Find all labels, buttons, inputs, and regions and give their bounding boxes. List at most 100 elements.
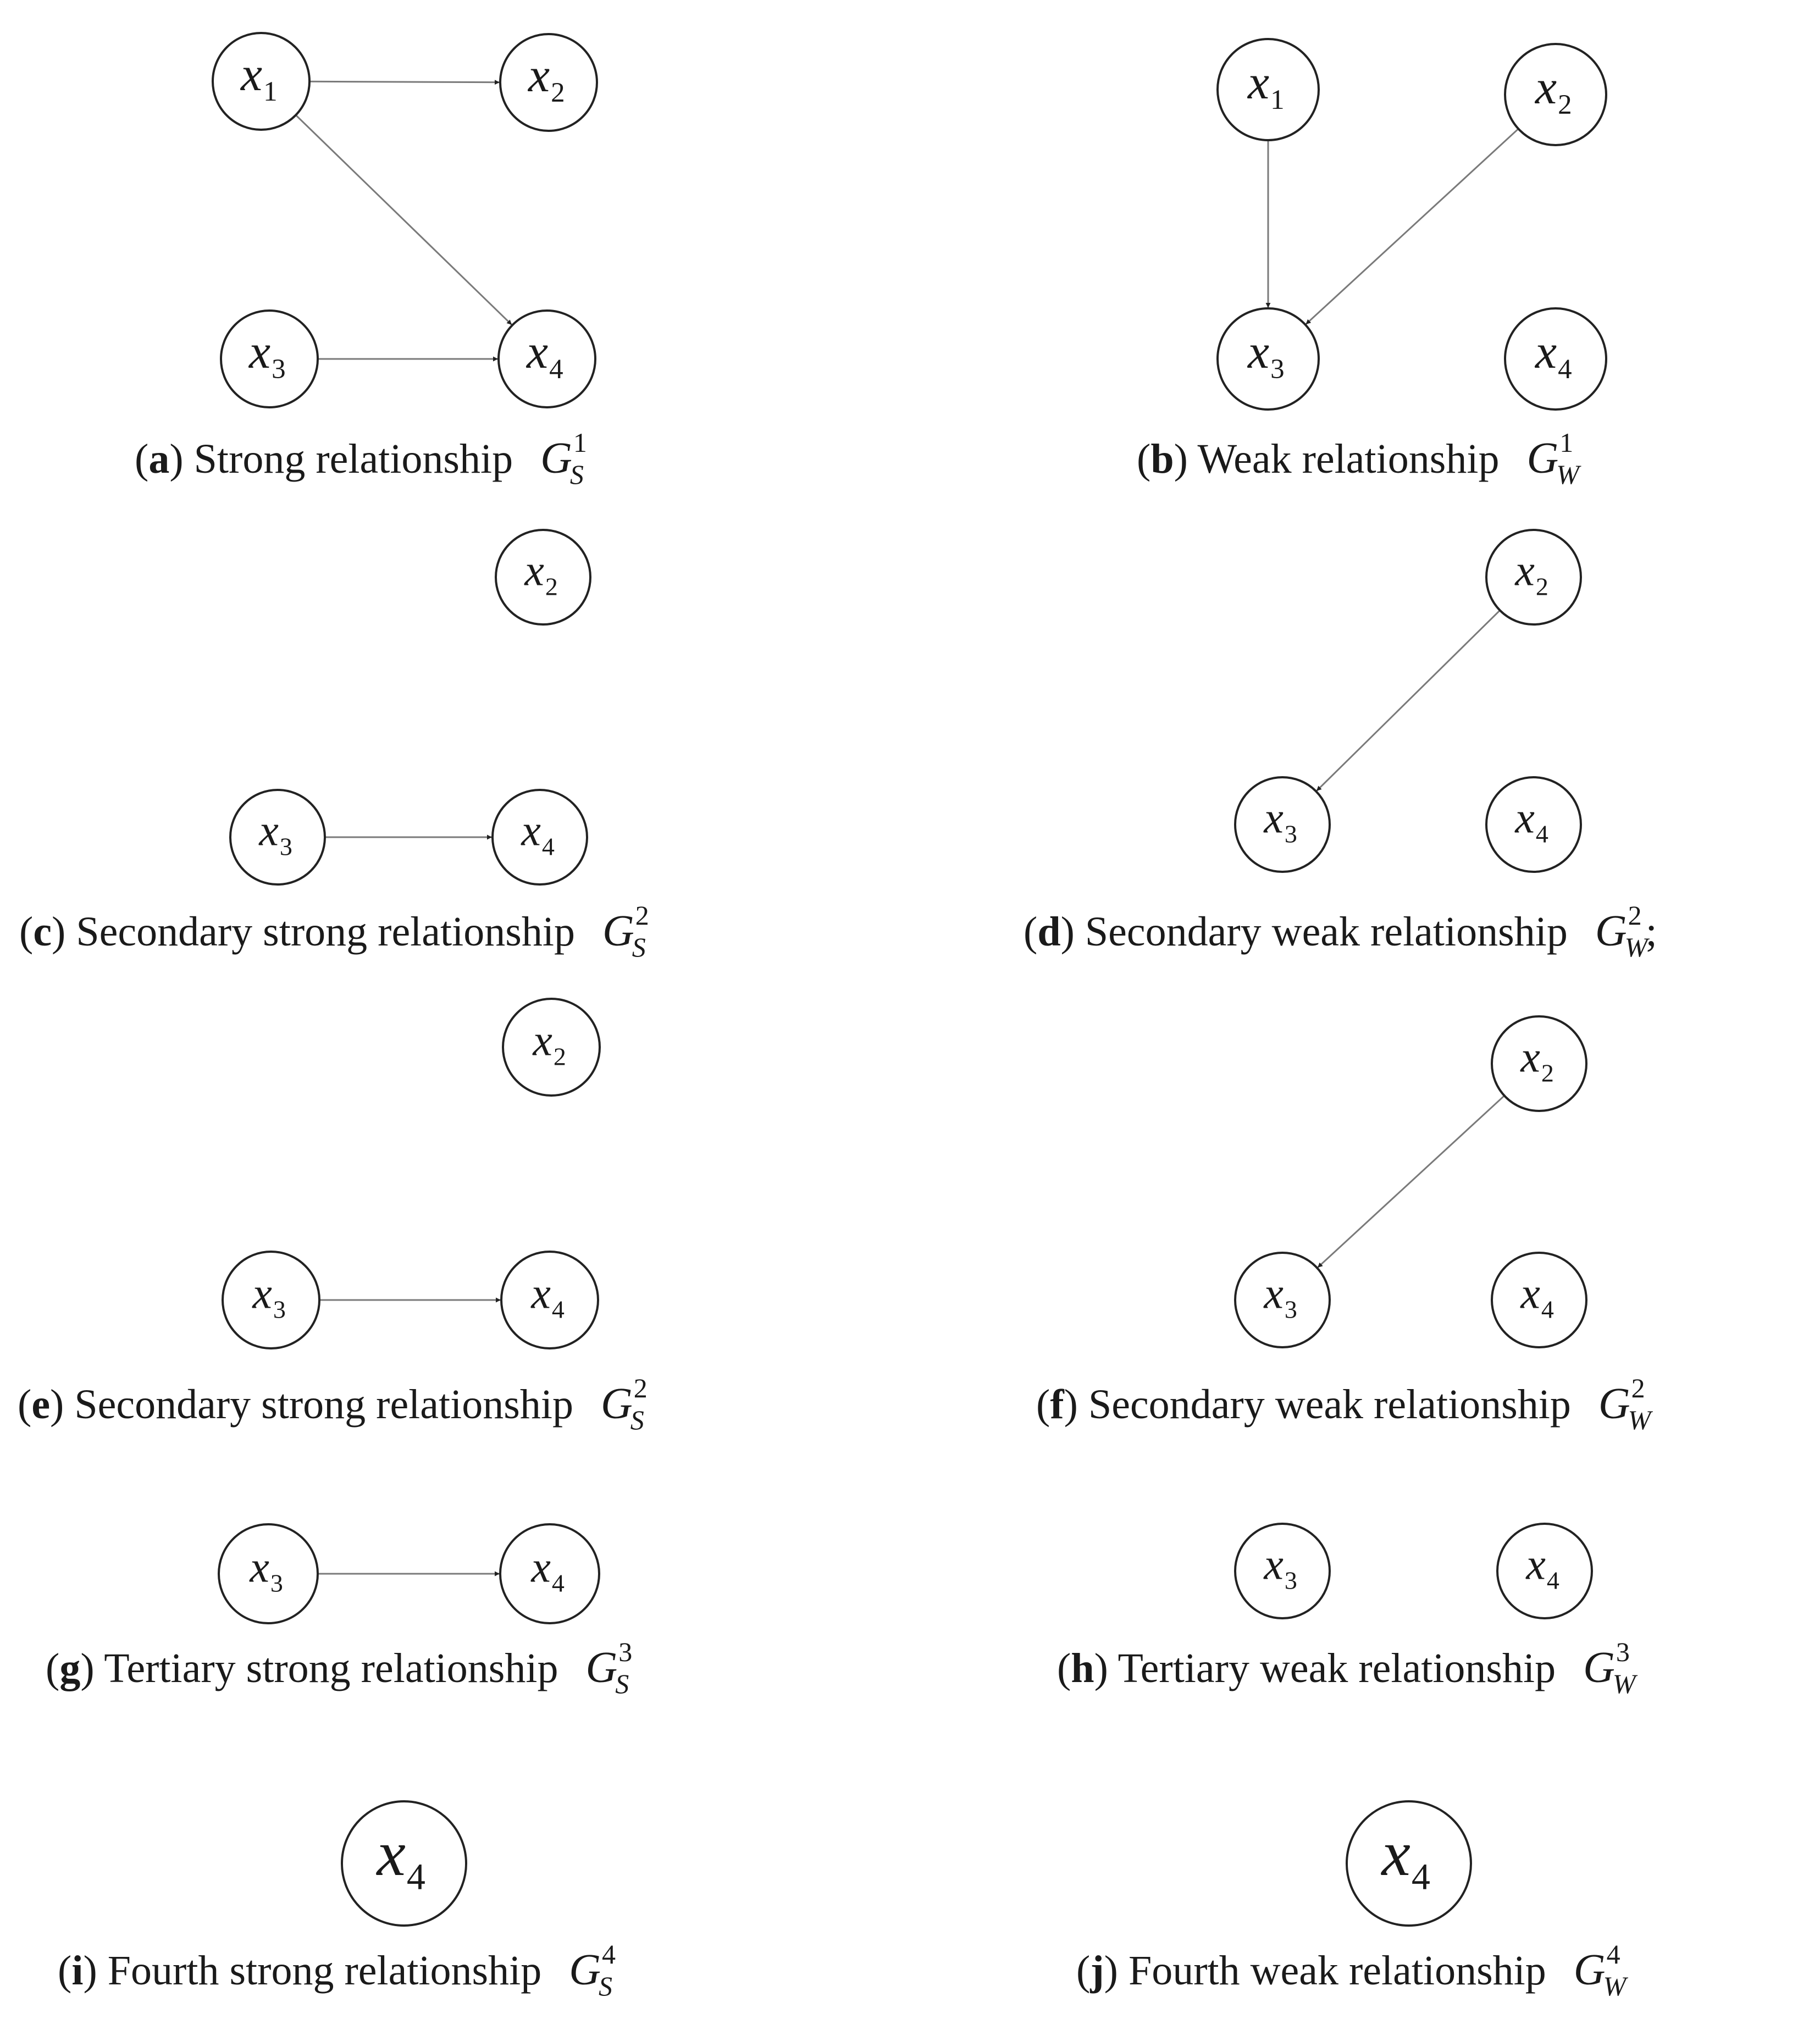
caption-label: Secondary weak relationship — [1078, 1381, 1571, 1428]
graph-symbol: G — [1574, 1946, 1606, 1994]
caption-label: Fourth strong relationship — [97, 1948, 542, 1994]
graph-symbol-sub: S — [570, 459, 584, 490]
node-label: x3 — [1263, 1269, 1297, 1323]
node-circle — [1504, 307, 1607, 411]
node-label: x3 — [248, 325, 286, 385]
node-label: x3 — [1247, 325, 1285, 385]
node-j-x4: x4 — [1346, 1800, 1472, 1927]
caption-letter: f — [1050, 1381, 1065, 1428]
node-circle — [499, 33, 598, 132]
node-e-x3: x3 — [222, 1251, 320, 1349]
caption-label: Fourth weak relationship — [1118, 1948, 1546, 1994]
node-circle — [1234, 1252, 1331, 1348]
caption-letter: i — [71, 1948, 83, 1994]
graph-symbol-sup: 4 — [1607, 1939, 1620, 1970]
caption-label: Tertiary strong relationship — [95, 1645, 558, 1691]
graph-symbol-sup: 2 — [634, 1373, 648, 1403]
node-label: x4 — [525, 325, 563, 385]
graph-symbol-suffix: ; — [1646, 909, 1657, 955]
node-a-x2: x2 — [499, 33, 598, 132]
node-label: x1 — [1247, 56, 1285, 115]
graph-symbol-sup: 2 — [1631, 1373, 1645, 1403]
caption-letter: h — [1071, 1645, 1094, 1691]
node-label: x2 — [524, 546, 558, 600]
caption-letter: a — [148, 436, 169, 482]
edge-f-x2-to-x3 — [1317, 1095, 1505, 1268]
graph-symbol-sub: W — [1628, 1404, 1653, 1435]
graph-symbol-sub: W — [1625, 932, 1650, 963]
node-d-x3: x3 — [1234, 776, 1331, 873]
node-circle — [495, 529, 591, 626]
caption-label: Secondary strong relationship — [64, 1381, 573, 1428]
node-circle — [218, 1523, 319, 1624]
node-label: x4 — [1534, 325, 1572, 385]
panel-a — [295, 80, 512, 362]
caption-text: (i) Fourth strong relationship — [58, 1948, 541, 1994]
node-circle — [500, 1251, 599, 1349]
node-label: x4 — [1380, 1817, 1430, 1898]
node-label: x4 — [530, 1269, 565, 1323]
node-c-x3: x3 — [229, 789, 326, 886]
node-g-x3: x3 — [218, 1523, 319, 1624]
graph-symbol-sup: 2 — [635, 900, 649, 931]
node-label: x2 — [1514, 546, 1548, 600]
graph-symbol-sub: W — [1556, 459, 1581, 490]
node-label: x3 — [252, 1269, 286, 1323]
edges-layer — [295, 80, 1519, 1577]
node-label: x2 — [1534, 61, 1572, 120]
graph-symbol-sup: 3 — [618, 1636, 632, 1667]
node-circle — [229, 789, 326, 886]
graph-symbol: G — [569, 1946, 601, 1994]
caption-text: (h) Tertiary weak relationship — [1057, 1645, 1556, 1691]
node-label: x4 — [1520, 1269, 1554, 1323]
node-circle — [1491, 1015, 1587, 1112]
node-label: x3 — [249, 1543, 283, 1597]
caption-label: Strong relationship — [184, 436, 513, 482]
caption-text: (a) Strong relationship — [135, 436, 513, 482]
graph-symbol-sub: S — [599, 1971, 612, 2001]
graph-symbol: G — [1583, 1644, 1615, 1692]
graph-symbol-sub: S — [630, 1404, 644, 1435]
graph-symbol-sup: 2 — [1628, 900, 1642, 931]
edge-b-x2-to-x3 — [1305, 128, 1519, 325]
node-d-x2: x2 — [1485, 529, 1582, 626]
graph-symbol-sub: S — [632, 932, 646, 963]
node-label: x4 — [1514, 794, 1548, 848]
node-f-x2: x2 — [1491, 1015, 1587, 1112]
graph-symbol-sub: W — [1603, 1971, 1629, 2001]
node-circle — [497, 309, 596, 408]
node-f-x4: x4 — [1491, 1252, 1587, 1348]
panel-f — [1317, 1095, 1505, 1268]
caption-text: (c) Secondary strong relationship — [19, 909, 575, 955]
graph-symbol: G — [601, 1380, 633, 1428]
node-circle — [1216, 307, 1320, 411]
edge-d-x2-to-x3 — [1316, 610, 1501, 792]
node-circle — [1504, 43, 1607, 146]
node-d-x4: x4 — [1485, 776, 1582, 873]
node-b-x3: x3 — [1216, 307, 1320, 411]
node-circle — [341, 1800, 467, 1927]
graph-symbol-sub: W — [1613, 1668, 1638, 1699]
node-a-x4: x4 — [497, 309, 596, 408]
node-circle — [1346, 1800, 1472, 1927]
node-label: x2 — [527, 49, 565, 108]
caption-text: (j) Fourth weak relationship — [1076, 1948, 1546, 1994]
edge-a-x1-to-x2 — [309, 80, 500, 85]
node-b-x2: x2 — [1504, 43, 1607, 146]
caption-text: (b) Weak relationship — [1137, 436, 1499, 482]
graph-symbol: G — [602, 907, 634, 955]
node-b-x1: x1 — [1216, 38, 1320, 141]
node-h-x3: x3 — [1234, 1523, 1331, 1619]
node-circle — [1216, 38, 1320, 141]
caption-letter: d — [1037, 909, 1060, 955]
node-label: x4 — [521, 806, 555, 860]
node-a-x1: x1 — [212, 32, 311, 131]
